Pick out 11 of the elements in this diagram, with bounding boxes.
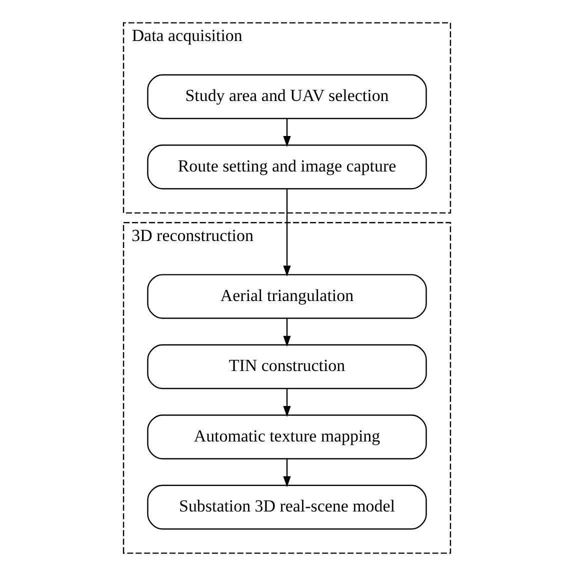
arrow <box>283 118 291 147</box>
arrow <box>283 388 291 417</box>
node-box: TIN construction <box>147 344 427 390</box>
arrow <box>283 189 291 276</box>
node-box: Automatic texture mapping <box>147 414 427 460</box>
arrow <box>283 318 291 347</box>
node-box: Study area and UAV selection <box>147 74 427 120</box>
node-box: Substation 3D real-scene model <box>147 484 427 530</box>
node-box: Route setting and image capture <box>147 144 427 190</box>
node-box: Aerial triangulation <box>147 274 427 319</box>
arrow <box>283 458 291 488</box>
